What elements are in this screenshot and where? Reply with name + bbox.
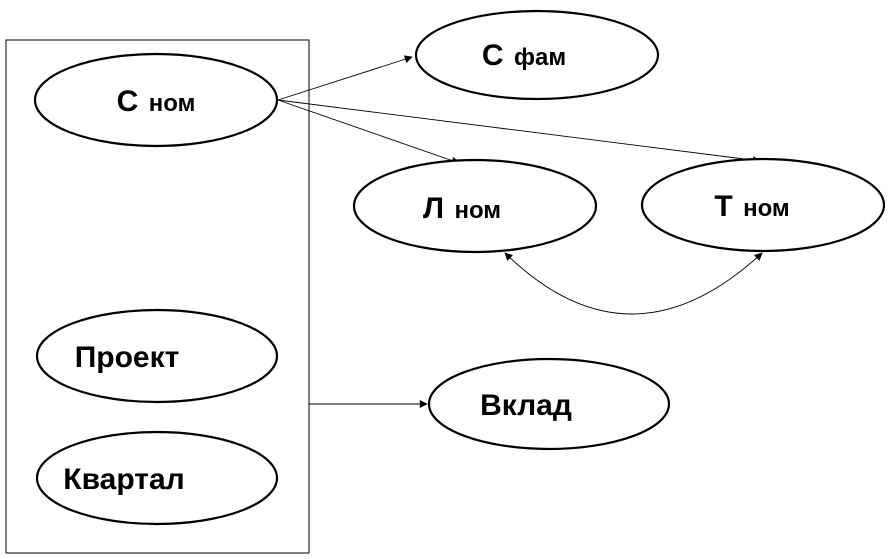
node-s-fam-sub: фам [514,44,566,71]
node-s-nom-main: С [117,85,139,118]
node-t-nom-main: Т [714,190,732,223]
edge-s-nom-to-t-nom [277,99,761,165]
edge-s-nom-to-l-nom [277,99,460,165]
node-kvartal: Квартал [35,430,279,526]
node-t-nom: Т ном [640,157,886,253]
node-kvartal-label: Квартал [63,463,184,496]
node-s-fam-main: С [482,39,504,72]
node-vklad-label: Вклад [480,389,572,422]
node-proekt-label: Проект [75,341,180,374]
node-t-nom-label: Т ном [714,190,789,223]
edge-l-nom-t-nom-curve [504,252,763,315]
node-s-fam-label: С фам [482,39,566,72]
node-t-nom-sub: ном [743,195,790,222]
node-s-nom-sub: ном [149,90,196,117]
node-l-nom-main: Л [423,192,444,225]
node-l-nom-sub: ном [454,197,501,224]
node-s-nom-label: С ном [117,85,196,118]
edge-s-nom-to-s-fam [277,55,413,101]
node-l-nom: Л ном [352,158,598,254]
group-box [5,39,310,554]
node-vklad: Вклад [427,357,671,451]
node-l-nom-label: Л ном [423,192,501,225]
node-proekt: Проект [35,308,279,404]
node-s-nom: С ном [33,52,279,148]
node-s-fam: С фам [414,9,660,101]
